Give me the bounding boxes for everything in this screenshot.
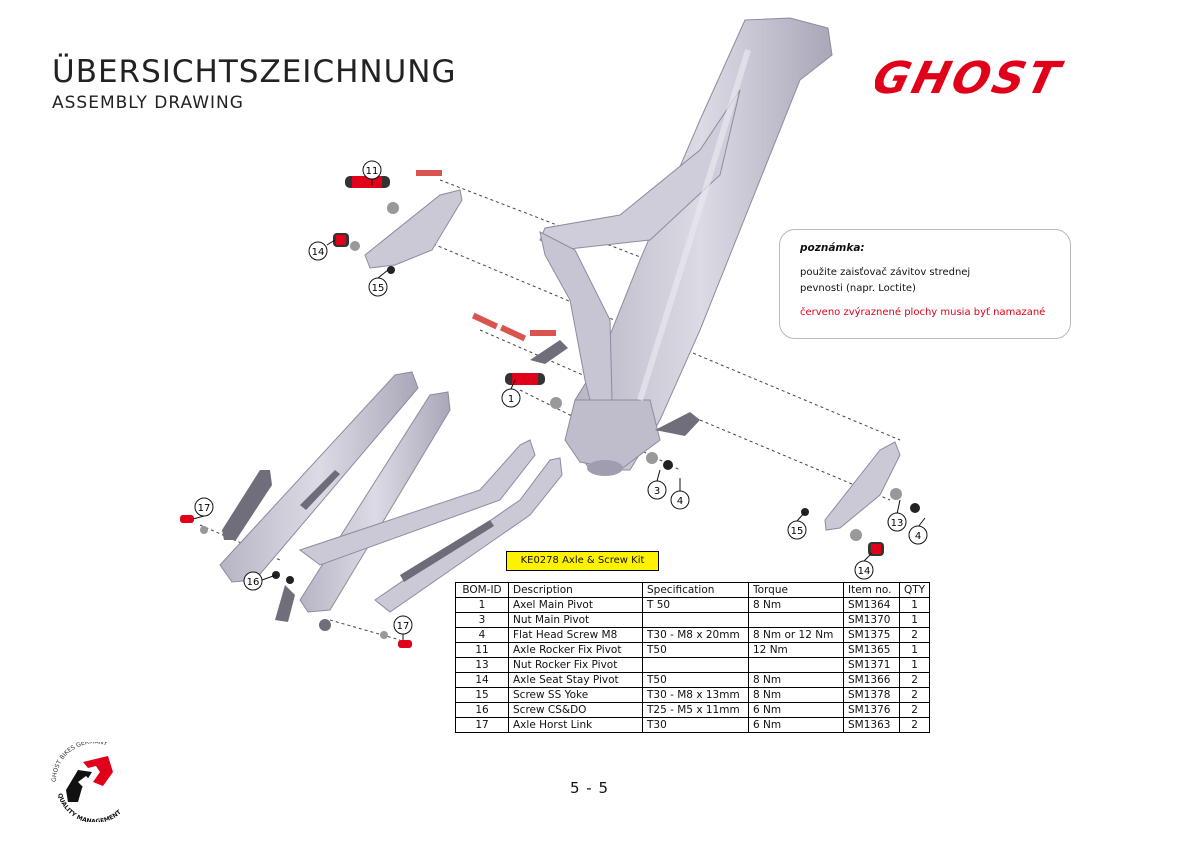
bom-header-description: Description [508,582,643,598]
svg-text:15: 15 [372,283,385,294]
kit-label: KE0278 Axle & Screw Kit [506,551,659,571]
callout-bubbles: 11 14 15 1 3 4 15 13 4 14 17 16 17 [194,160,928,635]
note-heading: poznámka: [800,242,865,254]
bom-header-id: BOM-ID [455,582,509,598]
main-frame [539,17,833,476]
svg-text:QUALITY MANAGEMENT: QUALITY MANAGEMENT [56,792,123,822]
svg-text:13: 13 [891,518,904,529]
callout-15: 15 [368,277,388,297]
svg-text:17: 17 [397,621,410,632]
chain-stays [298,439,563,613]
callout-14b: 14 [854,560,874,580]
callout-1: 1 [501,388,521,408]
callout-3: 3 [647,480,667,500]
bom-table: BOM-ID Description Specification Torque … [455,582,931,733]
callout-16: 16 [243,571,263,591]
callout-11: 11 [362,160,382,180]
rocker-link [364,189,463,269]
callout-4b: 4 [908,525,928,545]
bom-header-torque: Torque [748,582,844,598]
hardware-parts [180,170,920,648]
note-red-text: červeno zvýraznené plochy musia byť nama… [800,307,1046,318]
svg-text:14: 14 [312,247,325,258]
callout-14: 14 [308,241,328,261]
note-line-1: použite zaisťovač závitov strednej [800,267,971,278]
callout-13: 13 [887,512,907,532]
qm-bottom-text: QUALITY MANAGEMENT [56,792,123,822]
page-number: 5 - 5 [570,779,610,797]
bom-header-qty: QTY [898,582,931,598]
bom-header-item-no: Item no. [843,582,900,598]
svg-text:4: 4 [915,531,921,542]
callout-15b: 15 [787,520,807,540]
page-title: ÜBERSICHTSZEICHNUNG [52,54,457,90]
seat-stay-yoke [824,441,901,531]
callout-17: 17 [194,497,214,517]
quality-management-logo: GHOST BIKES GERMANY QUALITY MANAGEMENT [51,742,123,822]
svg-text:1: 1 [508,394,514,405]
bom-header-row: BOM-ID Description Specification Torque … [455,582,931,598]
svg-text:14: 14 [858,566,871,577]
svg-text:17: 17 [198,503,211,514]
svg-text:15: 15 [791,526,804,537]
svg-text:11: 11 [366,166,379,177]
note-box: poznámka: použite zaisťovač závitov stre… [779,229,1071,339]
svg-text:3: 3 [654,486,660,497]
frame-protectors [300,470,494,582]
callout-leaders [192,179,926,640]
svg-text:4: 4 [677,496,683,507]
ghost-logo: GHOST [875,58,1068,100]
page-subtitle: ASSEMBLY DRAWING [52,93,244,113]
bom-header-specification: Specification [642,582,749,598]
dropout-parts [222,340,700,631]
ghost-logo-text: GHOST [875,58,1068,100]
callout-4: 4 [670,490,690,510]
callout-17b: 17 [393,615,413,635]
svg-text:16: 16 [247,577,260,588]
note-line-2: pevnosti (napr. Loctite) [800,283,916,294]
